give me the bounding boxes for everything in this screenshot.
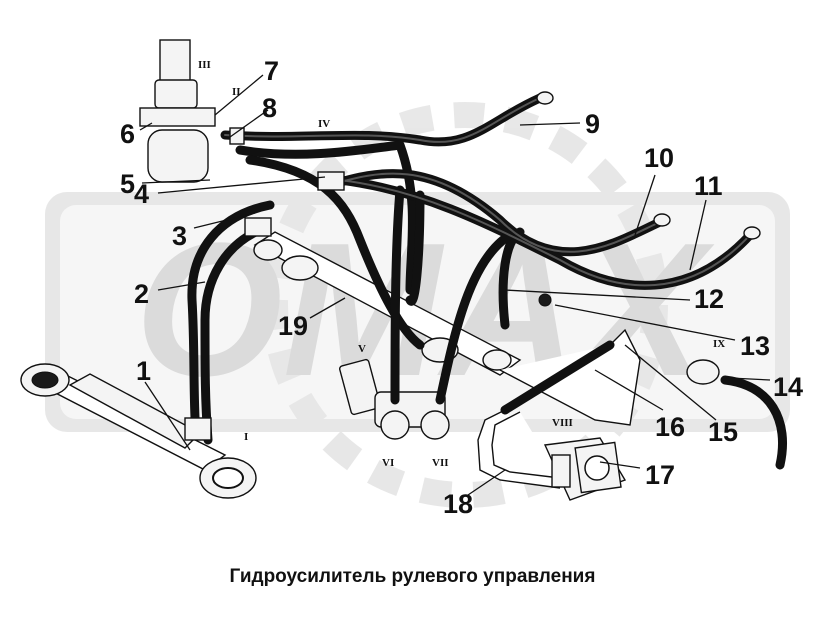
callout-15: 15	[708, 417, 738, 447]
callout-2: 2	[134, 279, 149, 309]
view-mark-4: IV	[318, 118, 330, 130]
callout-7: 7	[264, 56, 279, 86]
view-mark-5: V	[358, 343, 366, 355]
callout-18: 18	[443, 489, 473, 519]
callout-16: 16	[655, 412, 685, 442]
callout-11: 11	[694, 171, 723, 201]
callout-12: 12	[694, 284, 724, 314]
mounting-bracket	[477, 409, 627, 501]
steering-cylinder	[20, 363, 257, 499]
callout-6: 6	[120, 119, 135, 149]
view-mark-2: II	[232, 86, 241, 98]
callout-1: 1	[136, 356, 151, 386]
hoses	[187, 93, 788, 470]
steering-column	[139, 39, 216, 183]
callout-9: 9	[585, 109, 600, 139]
callout-19: 19	[278, 311, 308, 341]
view-mark-3: III	[198, 59, 211, 71]
callout-labels: 1 2 3 4 5 6 7 8 9 10 11 12 13 14 15 16 1…	[120, 56, 803, 519]
view-mark-8: VIII	[552, 417, 573, 429]
callout-10: 10	[644, 143, 674, 173]
view-mark-1: I	[244, 431, 248, 443]
callout-4: 4	[134, 179, 149, 209]
callout-17: 17	[645, 460, 675, 490]
callout-5: 5	[120, 169, 135, 199]
view-marks: I II III IV V VI VII VIII IX	[198, 59, 725, 469]
callout-14: 14	[773, 372, 803, 402]
fittings	[184, 91, 761, 441]
callout-8: 8	[262, 93, 277, 123]
leader-lines	[139, 74, 771, 496]
view-mark-6: VI	[382, 457, 394, 469]
figure-caption: Гидроусилитель рулевого управления	[229, 566, 596, 587]
callout-3: 3	[172, 221, 187, 251]
view-mark-9: IX	[713, 338, 725, 350]
view-mark-7: VII	[432, 457, 449, 469]
callout-13: 13	[740, 331, 770, 361]
pipe-15	[499, 328, 641, 426]
